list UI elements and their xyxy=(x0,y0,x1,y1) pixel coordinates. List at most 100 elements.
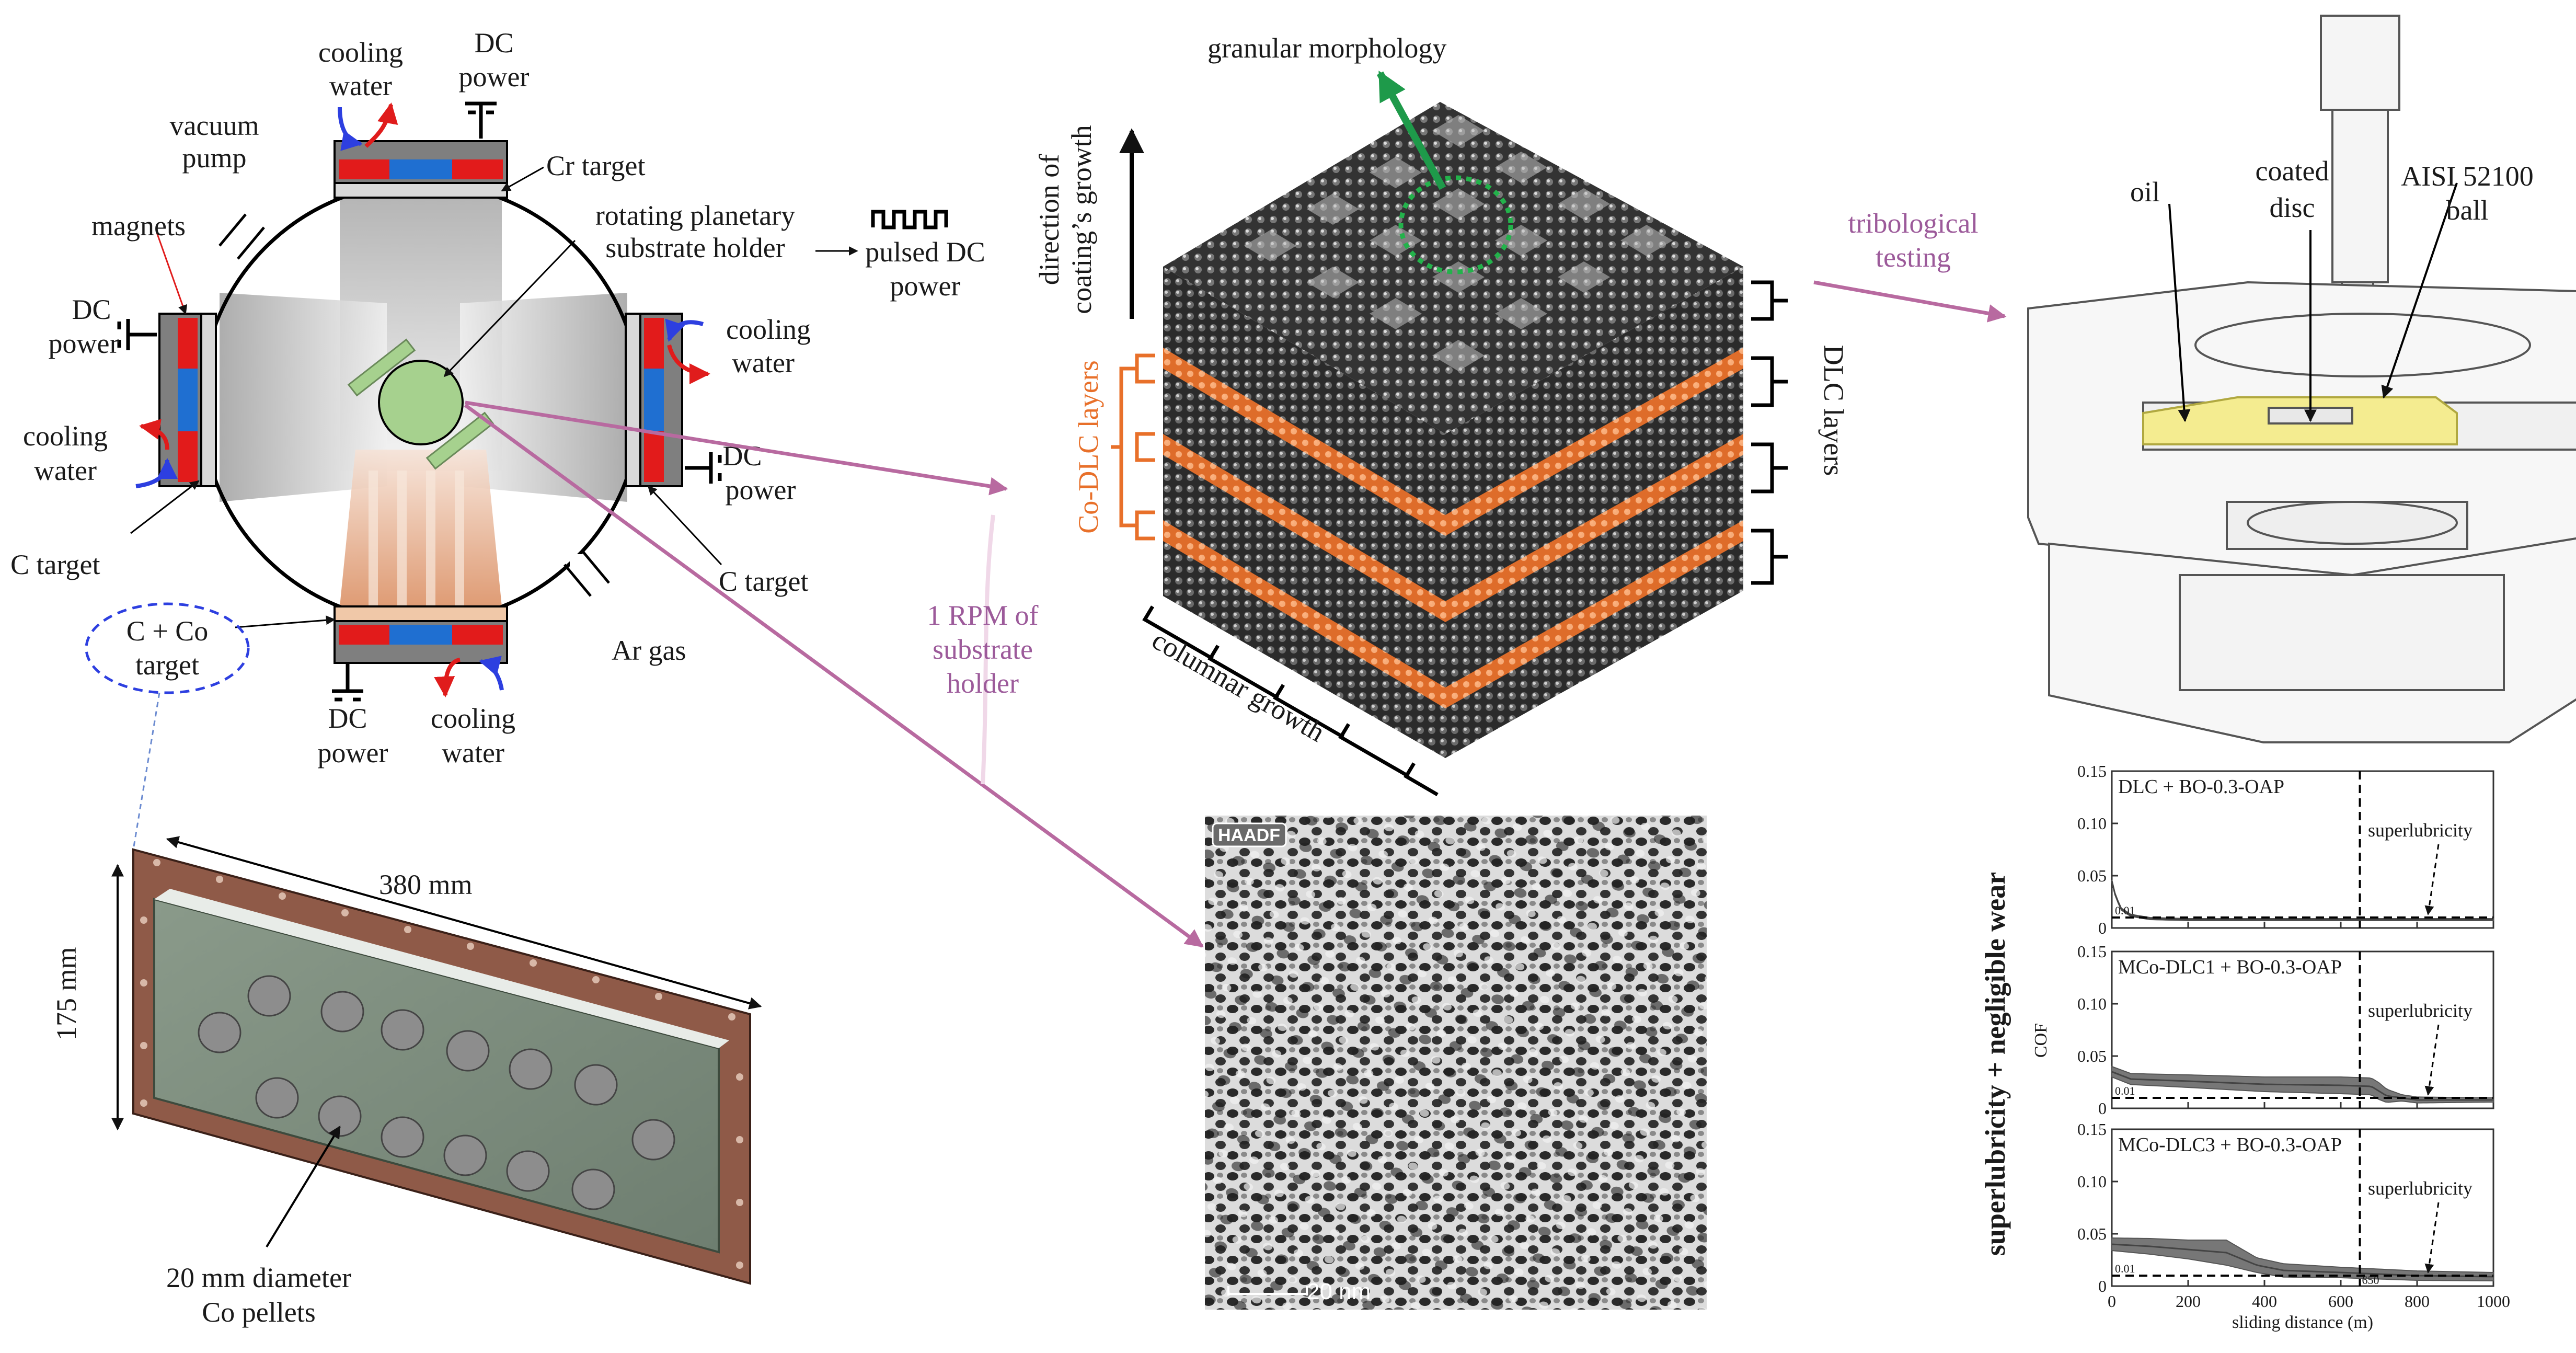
y-tick-label: 0.05 xyxy=(2077,1224,2107,1243)
dc-symbol-right xyxy=(685,452,722,484)
y-tick-label: 0.10 xyxy=(2077,814,2107,833)
c-target-left-assembly xyxy=(158,313,217,487)
y-tick-label: 0.15 xyxy=(2077,1120,2107,1139)
y-tick-label: 0.10 xyxy=(2077,994,2107,1013)
substrate-plate-2 xyxy=(426,411,494,470)
columnar-brackets xyxy=(1142,605,1439,797)
c-co-target-outline xyxy=(85,602,250,694)
haadf-image-texture xyxy=(1205,816,1707,1310)
ref-label-0-01: 0.01 xyxy=(2115,1262,2135,1275)
shaft xyxy=(2320,15,2400,111)
leader-magnets xyxy=(156,232,188,315)
chart-xlabel: sliding distance (m) xyxy=(2232,1313,2373,1332)
panel-title: MCo-DLC1 + BO-0.3-OAP xyxy=(2118,956,2342,978)
panel-title: MCo-DLC3 + BO-0.3-OAP xyxy=(2118,1134,2342,1156)
rpm-faint-curve xyxy=(981,514,995,785)
leader-cr-target xyxy=(501,166,544,192)
y-tick-label: 0.15 xyxy=(2077,762,2107,781)
leader-pellets xyxy=(266,1125,341,1248)
tribometer-drawing xyxy=(2027,15,2576,743)
haadf-badge-bg xyxy=(1212,822,1287,847)
dlc-layer-brackets xyxy=(1751,280,1788,585)
substrate-plate-1 xyxy=(347,338,416,397)
arrow-to-tribometer xyxy=(1813,280,2007,323)
leader-c-target-left xyxy=(130,480,200,534)
cof-series-line xyxy=(2111,1071,2493,1101)
ar-gas-port xyxy=(564,551,610,597)
pulsed-dc-symbol xyxy=(871,210,948,230)
granule-highlight-circle xyxy=(1398,175,1513,274)
label-oil: oil xyxy=(2130,176,2160,208)
coating-cube-model: granular morphology direction ofcoating’… xyxy=(1033,32,1849,797)
cof-chart: 0 0.05 0.10 0.15 0.01 DLC + BO-0.3-OAP superlu… xyxy=(2077,762,2510,1311)
water-in-left xyxy=(135,458,178,488)
cube-top-grains xyxy=(1244,115,1673,371)
label-magnets: magnets xyxy=(91,210,186,242)
water-out-top xyxy=(364,102,398,148)
x-tick-label: 0 xyxy=(2108,1292,2116,1311)
x-tick-label: 1000 xyxy=(2477,1292,2510,1311)
water-out-left xyxy=(139,419,169,450)
y-tick-label: 0.10 xyxy=(2077,1172,2107,1191)
label-c-target-left: C target xyxy=(10,549,100,580)
label-plate-height: 175 mm xyxy=(51,947,82,1040)
beam-right xyxy=(460,293,627,502)
label-plate-width: 380 mm xyxy=(379,869,473,900)
annotation-arrow xyxy=(2424,1202,2440,1274)
cof-panel-2: 0 0.05 0.10 0.15 0.01 MCo-DLC1 + BO-0.3-OAP su… xyxy=(2077,942,2494,1118)
tribo-leaders xyxy=(2168,182,2458,422)
y-tick-label: 0 xyxy=(2098,1099,2107,1118)
y-tick-label: 0.15 xyxy=(2077,942,2107,961)
cof-series-line xyxy=(2111,880,2493,921)
c-co-to-plate-link xyxy=(132,692,160,850)
label-cr-target: Cr target xyxy=(546,150,645,181)
co-dlc-brackets xyxy=(1111,353,1155,541)
y-tick-label: 0.05 xyxy=(2077,866,2107,885)
y-tick-label: 0 xyxy=(2098,919,2107,937)
y-tick-label: 0 xyxy=(2098,1277,2107,1295)
leader-c-co-target xyxy=(235,615,336,628)
panel-title: DLC + BO-0.3-OAP xyxy=(2118,776,2284,798)
chart-ylabel: COF xyxy=(2031,1023,2051,1058)
label-ar-gas: Ar gas xyxy=(612,635,686,666)
vacuum-pump-port xyxy=(218,213,265,260)
leader-c-target-right xyxy=(647,485,722,566)
x-tick-label: 600 xyxy=(2328,1292,2353,1311)
haadf-image-panel: HAADF 20 nm xyxy=(1205,816,1707,1310)
beam-bottom-stripes xyxy=(369,471,464,606)
water-out-bottom xyxy=(434,658,461,697)
beam-bottom xyxy=(340,450,502,606)
water-in-bottom xyxy=(479,656,504,691)
x-tick-label: 200 xyxy=(2176,1292,2201,1311)
dc-symbol-top xyxy=(465,101,497,139)
scale-bar-label: 20 nm xyxy=(1307,1279,1371,1304)
co-dlc-layer-bands xyxy=(1163,348,1743,708)
ref-label-0-01: 0.01 xyxy=(2115,904,2135,917)
y-tick-label: 0.05 xyxy=(2077,1047,2107,1065)
label-c-target-right: C target xyxy=(719,566,808,597)
ref-label-0-01: 0.01 xyxy=(2115,1084,2135,1097)
leader-holder xyxy=(443,239,576,377)
annotation-arrow xyxy=(2424,1024,2440,1096)
label-dlc-layers: DLC layers xyxy=(1818,345,1849,476)
cr-target-assembly xyxy=(334,140,508,199)
x-tick-label: 400 xyxy=(2252,1292,2277,1311)
superlubricity-annotation: superlubricity xyxy=(2368,1000,2472,1021)
water-in-top xyxy=(338,107,363,151)
arrow-to-tem xyxy=(464,404,1204,948)
